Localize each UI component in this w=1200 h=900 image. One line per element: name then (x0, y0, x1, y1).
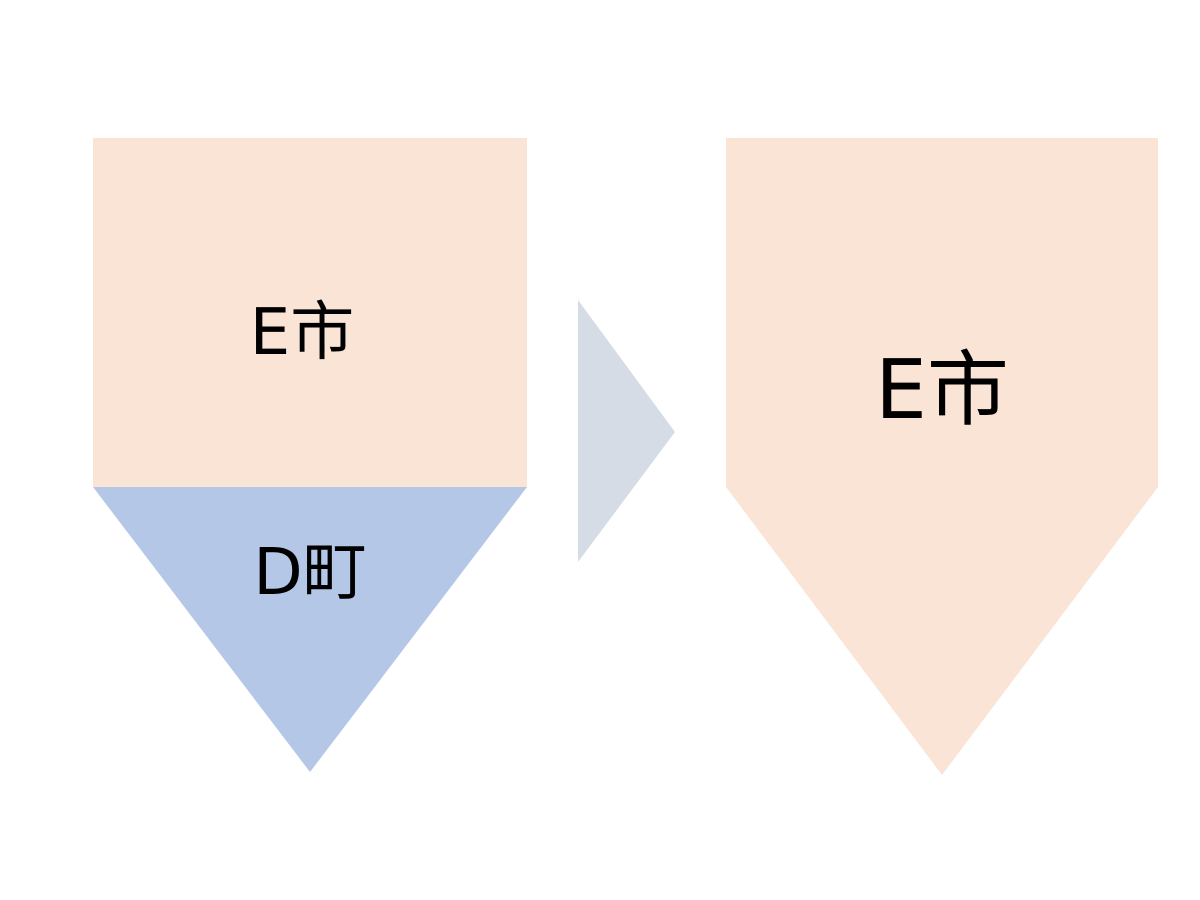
after-merged-region-label: E市 (875, 343, 1009, 438)
after-group: E市 (726, 138, 1158, 775)
before-lower-region-label: D町 (253, 536, 366, 610)
before-upper-region-label: E市 (250, 296, 354, 370)
chevron-right-icon (578, 300, 675, 562)
before-group: E市 D町 (93, 138, 527, 772)
before-lower-region (93, 487, 527, 772)
before-upper-region (93, 138, 527, 487)
after-merged-region (726, 138, 1158, 775)
